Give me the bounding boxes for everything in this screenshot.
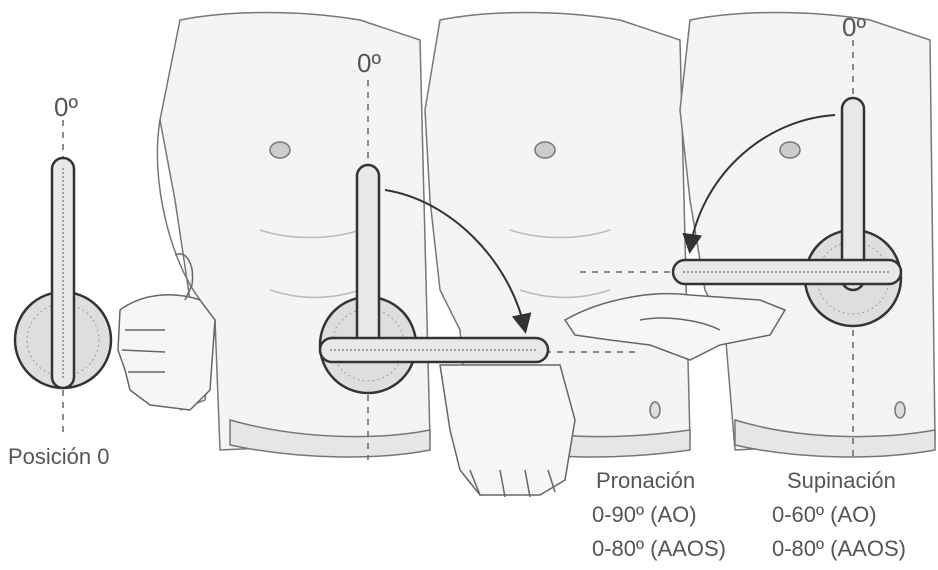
- pronation-title: Pronación: [596, 470, 695, 492]
- zero-degree-label: 0º: [357, 50, 381, 76]
- supination-aaos-range: 0-80º (AAOS): [772, 538, 906, 560]
- nipple-2: [535, 142, 555, 158]
- nipple-1: [270, 142, 290, 158]
- zero-degree-label: 0º: [842, 14, 866, 40]
- hand-pronation: [440, 365, 575, 497]
- supination-ao-range: 0-60º (AO): [772, 504, 877, 526]
- goniometer-fixed-arm: [357, 165, 379, 357]
- supination-title: Supinación: [787, 470, 896, 492]
- goniometer-neutral: [15, 158, 111, 388]
- nipple-3: [780, 142, 800, 158]
- pronation-aaos-range: 0-80º (AAOS): [592, 538, 726, 560]
- pronation-ao-range: 0-90º (AO): [592, 504, 697, 526]
- neutral-position-caption: Posición 0: [8, 446, 110, 468]
- torso-figure-3: [680, 13, 935, 457]
- zero-degree-label: 0º: [54, 94, 78, 120]
